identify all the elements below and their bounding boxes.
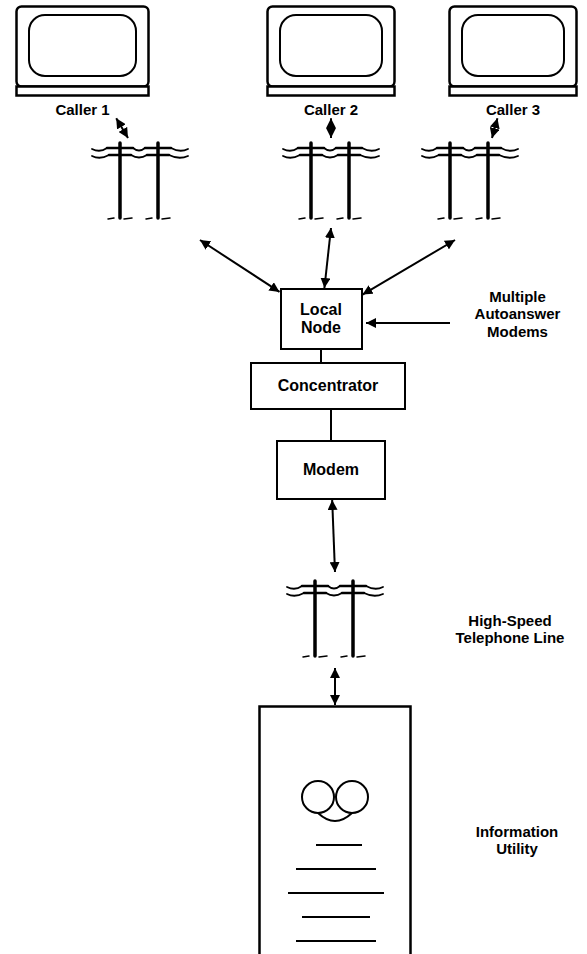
connector — [332, 500, 335, 705]
node-label: Information Utility — [458, 823, 576, 858]
monitor-outline — [15, 5, 150, 97]
connector-segment — [320, 350, 322, 362]
panel-line — [296, 868, 376, 870]
telephone-poles — [287, 581, 383, 657]
tape-reel — [336, 781, 368, 813]
connector — [321, 350, 322, 362]
monitor-base — [450, 87, 577, 96]
telephone-poles — [283, 143, 379, 219]
monitor-outline — [266, 5, 396, 97]
mainframe-computer: Information Utility — [258, 705, 412, 954]
node-label: Caller 2 — [266, 101, 396, 118]
connector — [324, 118, 331, 288]
connector — [331, 410, 332, 440]
connector-segment — [200, 240, 280, 292]
box-label: Local Node — [288, 301, 355, 338]
monitor-bezel — [268, 7, 395, 87]
monitor-screen — [29, 15, 136, 76]
monitor-screen — [462, 15, 564, 76]
annotation-label: Multiple Autoanswer Modems — [455, 288, 580, 340]
connector — [116, 118, 279, 292]
monitor-screen — [280, 15, 382, 76]
node-label: Caller 1 — [15, 101, 150, 118]
panel-line — [302, 916, 370, 918]
process-box: Concentrator — [250, 362, 406, 410]
monitor-bezel — [17, 7, 149, 87]
process-box: Modem — [276, 440, 386, 500]
caller-terminal: Caller 1 — [15, 5, 150, 118]
box-label: Modem — [303, 461, 359, 479]
connector — [363, 118, 498, 294]
connector-segment — [334, 668, 336, 705]
connector-segment — [492, 118, 497, 138]
connector-segment — [324, 228, 331, 288]
connector-segment — [116, 118, 128, 138]
panel-line — [296, 940, 376, 942]
panel-line — [316, 844, 362, 846]
process-box: Local Node — [280, 288, 363, 350]
caller-terminal: Caller 3 — [448, 5, 578, 118]
cabinet-outline — [258, 705, 412, 954]
tape-path — [318, 813, 352, 821]
connector-segment — [330, 118, 332, 138]
monitor-bezel — [450, 7, 577, 87]
box-label: Concentrator — [278, 377, 378, 395]
connector-segment — [363, 240, 456, 295]
tape-reel — [302, 781, 334, 813]
panel-line — [288, 892, 384, 894]
leader-arrow — [366, 322, 450, 324]
connector-segment — [330, 410, 332, 440]
telephone-poles — [422, 143, 518, 219]
annotation-label: High-Speed Telephone Line — [440, 612, 580, 647]
cabinet-body — [260, 707, 411, 954]
monitor-base — [17, 87, 149, 96]
monitor-outline — [448, 5, 578, 97]
monitor-base — [268, 87, 395, 96]
connector-segment — [332, 500, 335, 572]
node-label: Caller 3 — [448, 101, 578, 118]
caller-terminal: Caller 2 — [266, 5, 396, 118]
telephone-poles — [92, 143, 188, 219]
